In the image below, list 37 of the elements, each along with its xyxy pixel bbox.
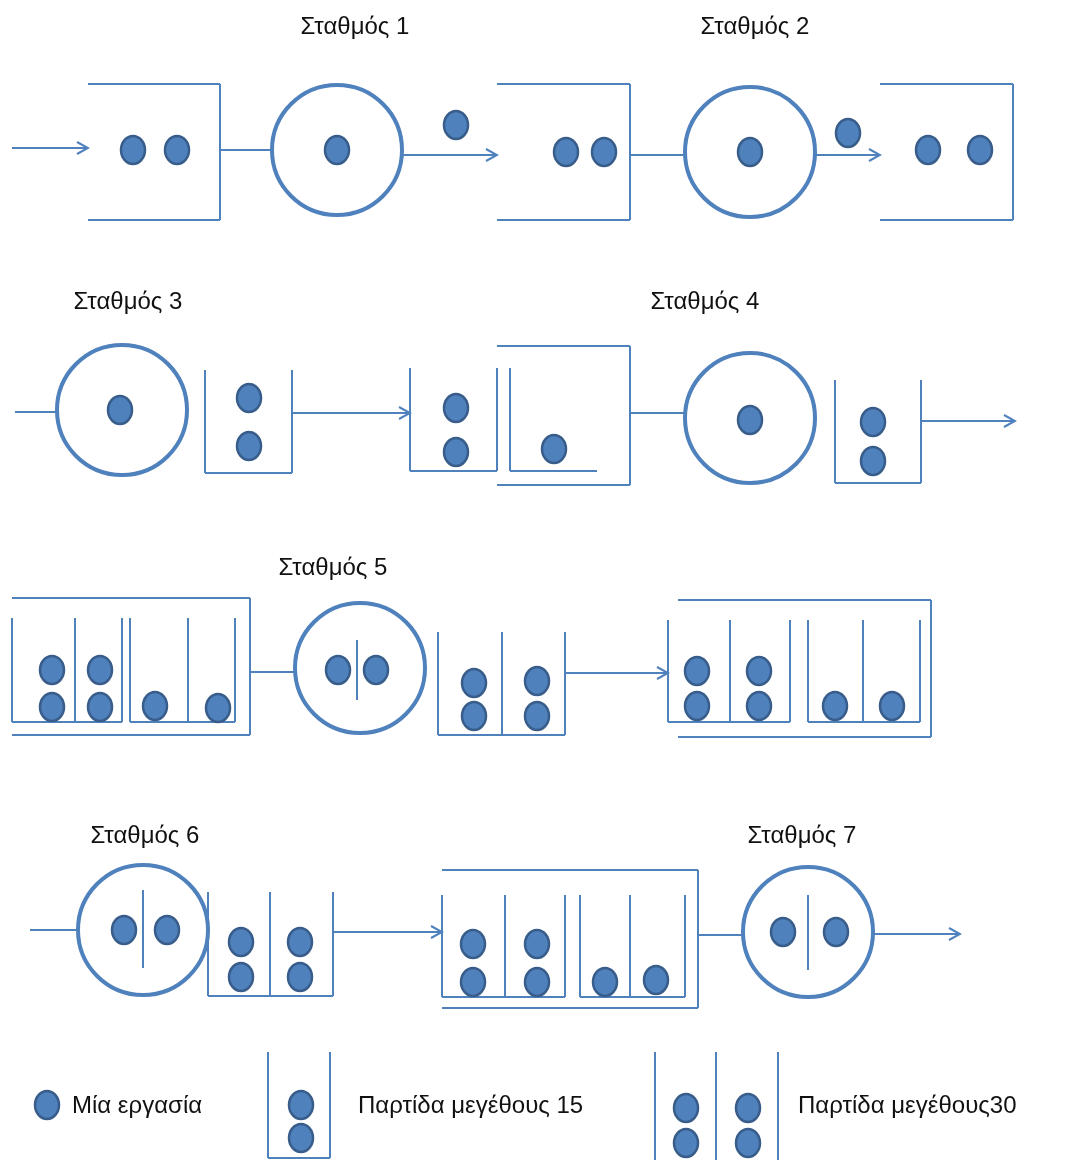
connector-line <box>29 929 79 931</box>
station-label: Σταθμός 7 <box>747 821 857 849</box>
legend-label: Παρτίδα μεγέθους30 <box>798 1091 1017 1119</box>
station-label: Σταθμός 4 <box>650 287 760 315</box>
station-label: Σταθμός 5 <box>278 553 388 581</box>
arrow <box>872 927 961 941</box>
queue-bin <box>436 630 567 737</box>
station-label: Σταθμός 1 <box>300 12 410 40</box>
queue-bin <box>203 368 294 475</box>
arrow <box>920 414 1016 428</box>
arrow <box>332 925 443 939</box>
arrow <box>401 148 498 162</box>
queue-bin <box>878 82 1015 222</box>
queue-bin <box>495 82 632 222</box>
queue-bin <box>408 366 499 473</box>
legend-label: Παρτίδα μεγέθους 15 <box>358 1091 584 1119</box>
arrow <box>11 141 89 155</box>
connector-line <box>697 934 744 936</box>
connector-line <box>14 411 58 413</box>
queue-bin <box>86 82 222 222</box>
arrow <box>291 406 411 420</box>
connector-line <box>629 412 686 414</box>
queue-bin <box>206 890 335 998</box>
queue-bin <box>10 596 252 737</box>
station-label: Σταθμός 2 <box>700 12 810 40</box>
queue-bin <box>666 598 933 739</box>
connector-line <box>629 154 686 156</box>
arrow <box>814 148 881 162</box>
queue-bin <box>440 868 700 1010</box>
queue-bin <box>495 344 632 487</box>
connector-line <box>249 671 296 673</box>
queue-bin <box>833 378 923 485</box>
arrow <box>564 666 669 680</box>
station-label: Σταθμός 6 <box>90 821 200 849</box>
legend-label: Μία εργασία <box>72 1091 203 1119</box>
connector-line <box>219 149 273 151</box>
station-label: Σταθμός 3 <box>73 287 183 315</box>
